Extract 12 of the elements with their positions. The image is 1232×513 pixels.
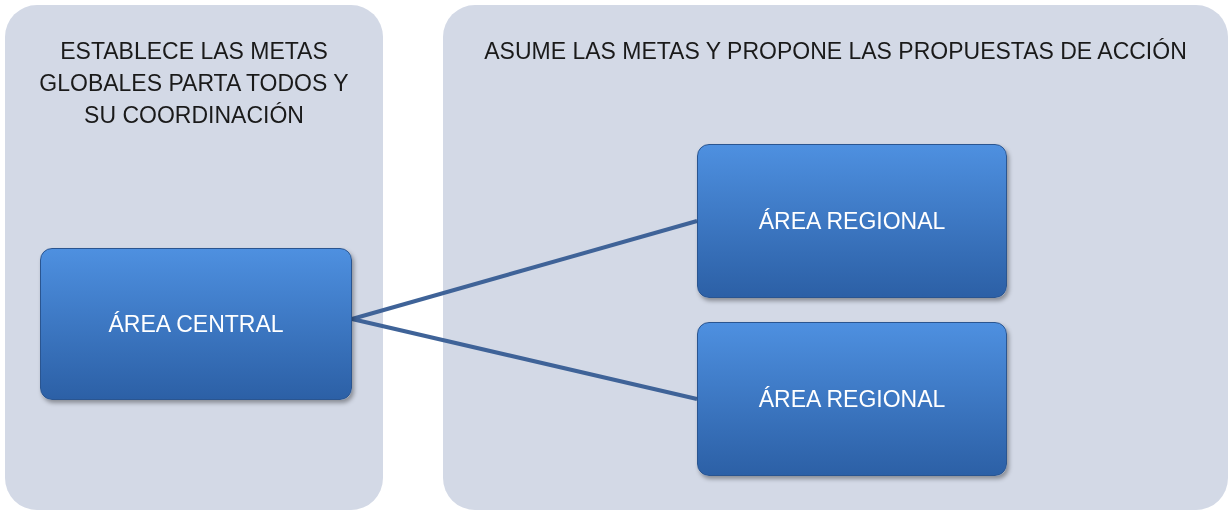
area-label: ÁREA REGIONAL [758,384,946,414]
area-label: ÁREA REGIONAL [758,206,946,236]
connector-line [351,317,698,401]
area-box [697,144,1007,298]
area-label: ÁREA CENTRAL [108,309,284,339]
group-panel [5,5,383,510]
area-box [697,322,1007,476]
group-panel [443,5,1228,510]
panel-heading: ESTABLECE LAS METAS GLOBALES PARTA TODOS Y SU COORDINACIÓN [38,37,350,130]
connector-line [351,219,698,321]
panel-heading: ASUME LAS METAS Y PROPONE LAS PROPUESTAS DE ACCIÓN [483,37,1188,66]
area-box [40,248,352,400]
